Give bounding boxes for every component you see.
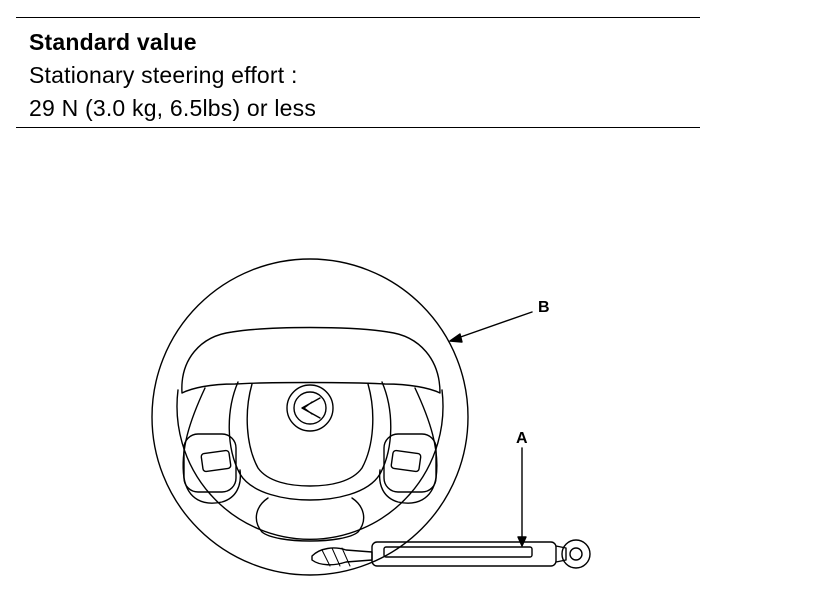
steering-effort-label: Stationary steering effort : [29,62,298,88]
emblem-mark [301,397,321,419]
gauge-body [371,541,557,567]
wheel-upper-band [181,326,441,394]
callout-a-arrowhead [517,536,527,547]
airbag-pad [246,383,374,487]
gauge-clamp-hatch [321,547,351,567]
left-switch-housing [183,433,237,493]
standard-value-heading: Standard value [29,29,197,55]
callout-b-leader [451,311,533,341]
bottom-rule [16,127,700,128]
standard-value-box: Standard value Stationary steering effor… [29,26,316,125]
right-spoke [378,387,438,504]
emblem-inner [293,391,327,425]
left-spoke [182,387,242,504]
gauge-neck [555,545,567,563]
wheel-outer-rim [151,258,469,576]
wheel-inner-rim [176,389,444,540]
steering-effort-value: 29 N (3.0 kg, 6.5lbs) or less [29,95,317,121]
gauge-ring [561,539,591,569]
spring-scale [311,539,591,569]
steering-wheel [151,258,469,576]
wheel-hub [228,381,392,501]
right-switch-housing [383,433,437,493]
right-switch-button [390,449,422,473]
callout-b-label: B [538,299,550,316]
lower-spoke [255,497,365,542]
emblem-outer [286,384,334,432]
gauge-ring-hole [569,547,583,561]
left-switch-button [200,449,232,473]
gauge-window [383,546,533,558]
callout-b-arrowhead [449,333,463,343]
top-rule [16,17,700,18]
gauge-clamp [311,547,373,566]
callout-a-label: A [516,430,528,447]
